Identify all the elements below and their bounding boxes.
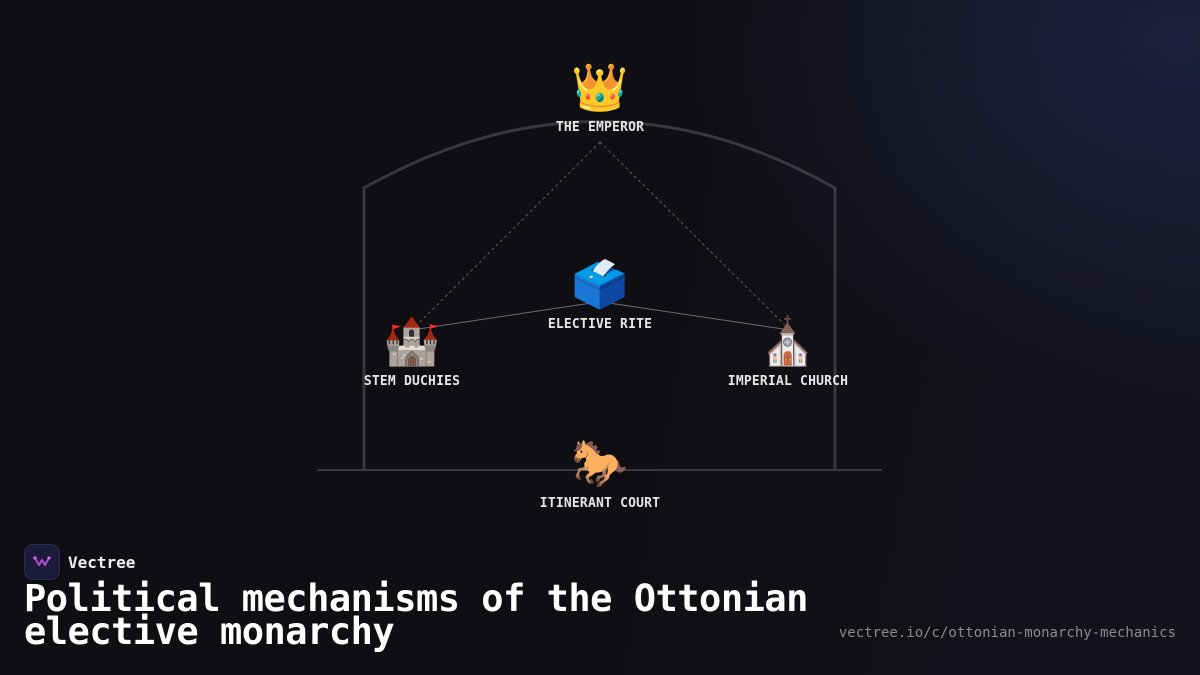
rite-duchies-link — [411, 301, 599, 331]
emperor-duchies-link — [411, 141, 601, 331]
vectree-logo-icon — [24, 544, 60, 580]
castle-icon: 🏰 — [383, 314, 441, 368]
node-imperial-church: ⛪ IMPERIAL CHURCH — [728, 314, 848, 389]
arch-frame — [362, 120, 837, 470]
rite-church-link — [601, 301, 791, 331]
horse-icon: 🐎 — [571, 436, 629, 490]
crown-icon: 👑 — [571, 60, 629, 114]
ballot-box-icon: 🗳️ — [571, 257, 629, 311]
node-elective-rite-label: ELECTIVE RITE — [547, 317, 653, 332]
source-url: vectree.io/c/ottonian-monarchy-mechanics — [838, 625, 1176, 641]
node-itinerant-court: 🐎 ITINERANT COURT — [540, 436, 660, 511]
node-stem-duchies: 🏰 STEM DUCHIES — [364, 314, 460, 389]
node-imperial-church-label: IMPERIAL CHURCH — [727, 374, 849, 389]
brand: Vectree — [24, 544, 135, 580]
church-icon: ⛪ — [759, 314, 817, 368]
node-emperor: 👑 THE EMPEROR — [556, 60, 644, 135]
node-emperor-label: THE EMPEROR — [555, 120, 645, 135]
node-stem-duchies-label: STEM DUCHIES — [363, 374, 461, 389]
page-title: Political mechanisms of the Ottonian ele… — [24, 577, 808, 653]
brand-name: Vectree — [68, 552, 136, 572]
emperor-church-link — [599, 141, 791, 331]
node-elective-rite: 🗳️ ELECTIVE RITE — [548, 257, 652, 332]
node-itinerant-court-label: ITINERANT COURT — [539, 496, 661, 511]
